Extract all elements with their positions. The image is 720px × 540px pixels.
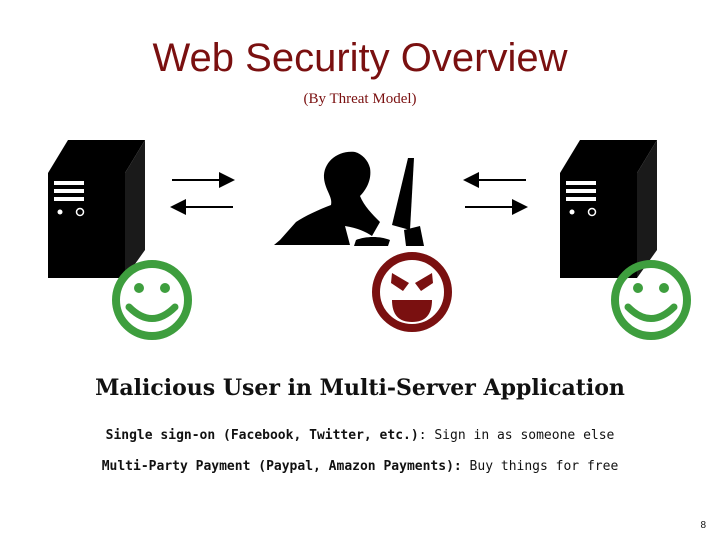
right-server-icon [560, 140, 657, 278]
single-sign-on-line: Single sign-on (Facebook, Twitter, etc.)… [0, 428, 720, 443]
slide-title: Web Security Overview [152, 36, 568, 80]
right-happy-face-icon [611, 260, 691, 340]
multi-party-payment-line: Multi-Party Payment (Paypal, Amazon Paym… [0, 459, 720, 474]
slide-subtitle: (By Threat Model) [303, 91, 417, 107]
single-sign-on-label: Single sign-on (Facebook, Twitter, etc.) [105, 428, 419, 443]
threat-scene [48, 140, 691, 340]
hacker-icon [274, 151, 424, 246]
multi-party-payment-text: Buy things for free [461, 459, 619, 474]
page-number: 8 [700, 520, 706, 531]
evil-face-icon [372, 252, 452, 332]
left-server-icon [48, 140, 145, 278]
left-happy-face-icon [112, 260, 192, 340]
section-heading: Malicious User in Multi-Server Applicati… [95, 375, 625, 401]
single-sign-on-text: : Sign in as someone else [418, 428, 615, 443]
multi-party-payment-label: Multi-Party Payment (Paypal, Amazon Paym… [101, 459, 462, 474]
